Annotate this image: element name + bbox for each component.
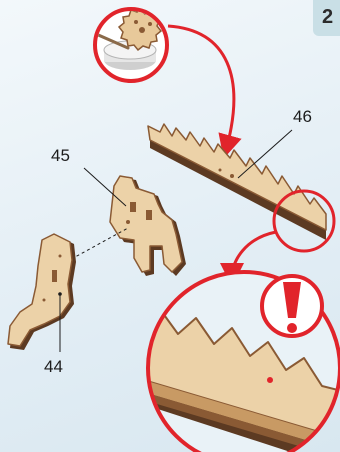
part-label-46: 46 [293,107,312,127]
glue-inset [95,9,167,81]
exclamation-icon [262,276,322,336]
part-44 [8,234,76,350]
part-label-44: 44 [44,357,63,377]
part-label-45: 45 [51,146,70,166]
part-45 [110,176,186,276]
